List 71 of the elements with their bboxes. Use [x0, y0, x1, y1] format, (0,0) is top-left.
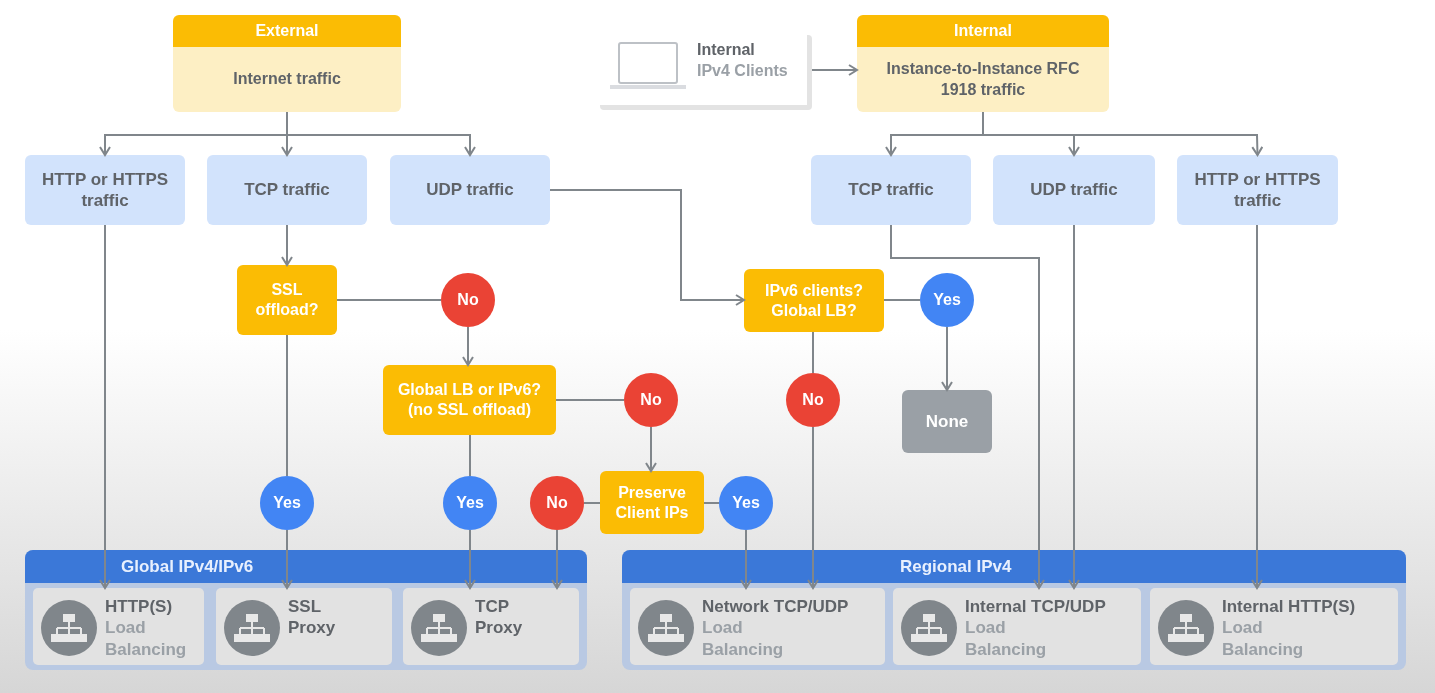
arrow: [462, 326, 474, 366]
traffic-box: UDP traffic: [993, 155, 1155, 225]
decision-box: IPv6 clients? Global LB?: [744, 269, 884, 332]
service-type: Load Balancing: [105, 617, 188, 660]
arrow: [645, 426, 657, 472]
connector-line: [703, 502, 720, 504]
connector-line: [583, 502, 601, 504]
service-name: Internal HTTP(S): [1222, 596, 1357, 618]
load-balancer-card: [893, 588, 1141, 665]
arrow: [551, 529, 563, 589]
load-balancer-card: [33, 588, 204, 665]
no-circle: No: [441, 273, 495, 327]
yes-circle: Yes: [719, 476, 773, 530]
arrow: [982, 111, 1264, 156]
arrow: [811, 64, 858, 76]
connector-line: [812, 331, 814, 374]
service-type: Load Balancing: [1222, 617, 1305, 660]
card-header: External: [173, 15, 401, 47]
group-panel: [25, 550, 587, 670]
card-text: Internet traffic: [173, 47, 401, 112]
connector-line: [469, 434, 471, 477]
arrow: [740, 529, 752, 589]
card-header: Internal: [857, 15, 1109, 47]
client-title: Internal: [697, 41, 755, 59]
decision-box: SSL offload?: [237, 265, 337, 335]
arrow: [1251, 224, 1263, 589]
group-header: Global IPv4/IPv6: [25, 550, 587, 583]
load-balancer-card: [216, 588, 392, 665]
service-name: Network TCP/UDP: [702, 596, 850, 618]
no-circle: No: [530, 476, 584, 530]
arrow: [281, 529, 293, 589]
connector-line: [336, 299, 442, 301]
traffic-box: TCP traffic: [811, 155, 971, 225]
connector-line: [286, 334, 288, 477]
arrow: [807, 426, 819, 589]
decision-box: Preserve Client IPs: [600, 471, 704, 534]
category-card: [857, 15, 1109, 112]
load-balancer-card: [630, 588, 885, 665]
arrow: [890, 224, 1045, 589]
decision-box: Global LB or IPv6? (no SSL offload): [383, 365, 556, 435]
yes-circle: Yes: [920, 273, 974, 327]
client-subtitle: IPv4 Clients: [697, 62, 788, 80]
arrow: [464, 529, 476, 589]
traffic-box: TCP traffic: [207, 155, 367, 225]
load-balancer-card: [403, 588, 579, 665]
yes-circle: Yes: [443, 476, 497, 530]
connector-line: [555, 399, 625, 401]
traffic-box: UDP traffic: [390, 155, 550, 225]
connector-line: [883, 299, 921, 301]
service-type: Load Balancing: [702, 617, 785, 660]
yes-circle: Yes: [260, 476, 314, 530]
result-box: None: [902, 390, 992, 453]
service-name: TCP Proxy: [475, 596, 524, 639]
arrow: [281, 224, 293, 266]
traffic-box: HTTP or HTTPS traffic: [1177, 155, 1338, 225]
group-header: Regional IPv4: [622, 550, 1406, 583]
arrow: [941, 326, 953, 391]
group-panel: [622, 550, 1406, 670]
service-name: HTTP(S): [105, 596, 174, 618]
no-circle: No: [786, 373, 840, 427]
arrow: [1068, 224, 1080, 589]
service-name: Internal TCP/UDP: [965, 596, 1107, 618]
traffic-box: HTTP or HTTPS traffic: [25, 155, 185, 225]
load-balancer-card: [1150, 588, 1398, 665]
card-text: Instance-to-Instance RFC 1918 traffic: [857, 47, 1109, 112]
arrow: [99, 224, 111, 589]
category-card: [173, 15, 401, 112]
service-name: SSL Proxy: [288, 596, 337, 639]
service-type: Load Balancing: [965, 617, 1048, 660]
arrow: [549, 189, 745, 306]
no-circle: No: [624, 373, 678, 427]
